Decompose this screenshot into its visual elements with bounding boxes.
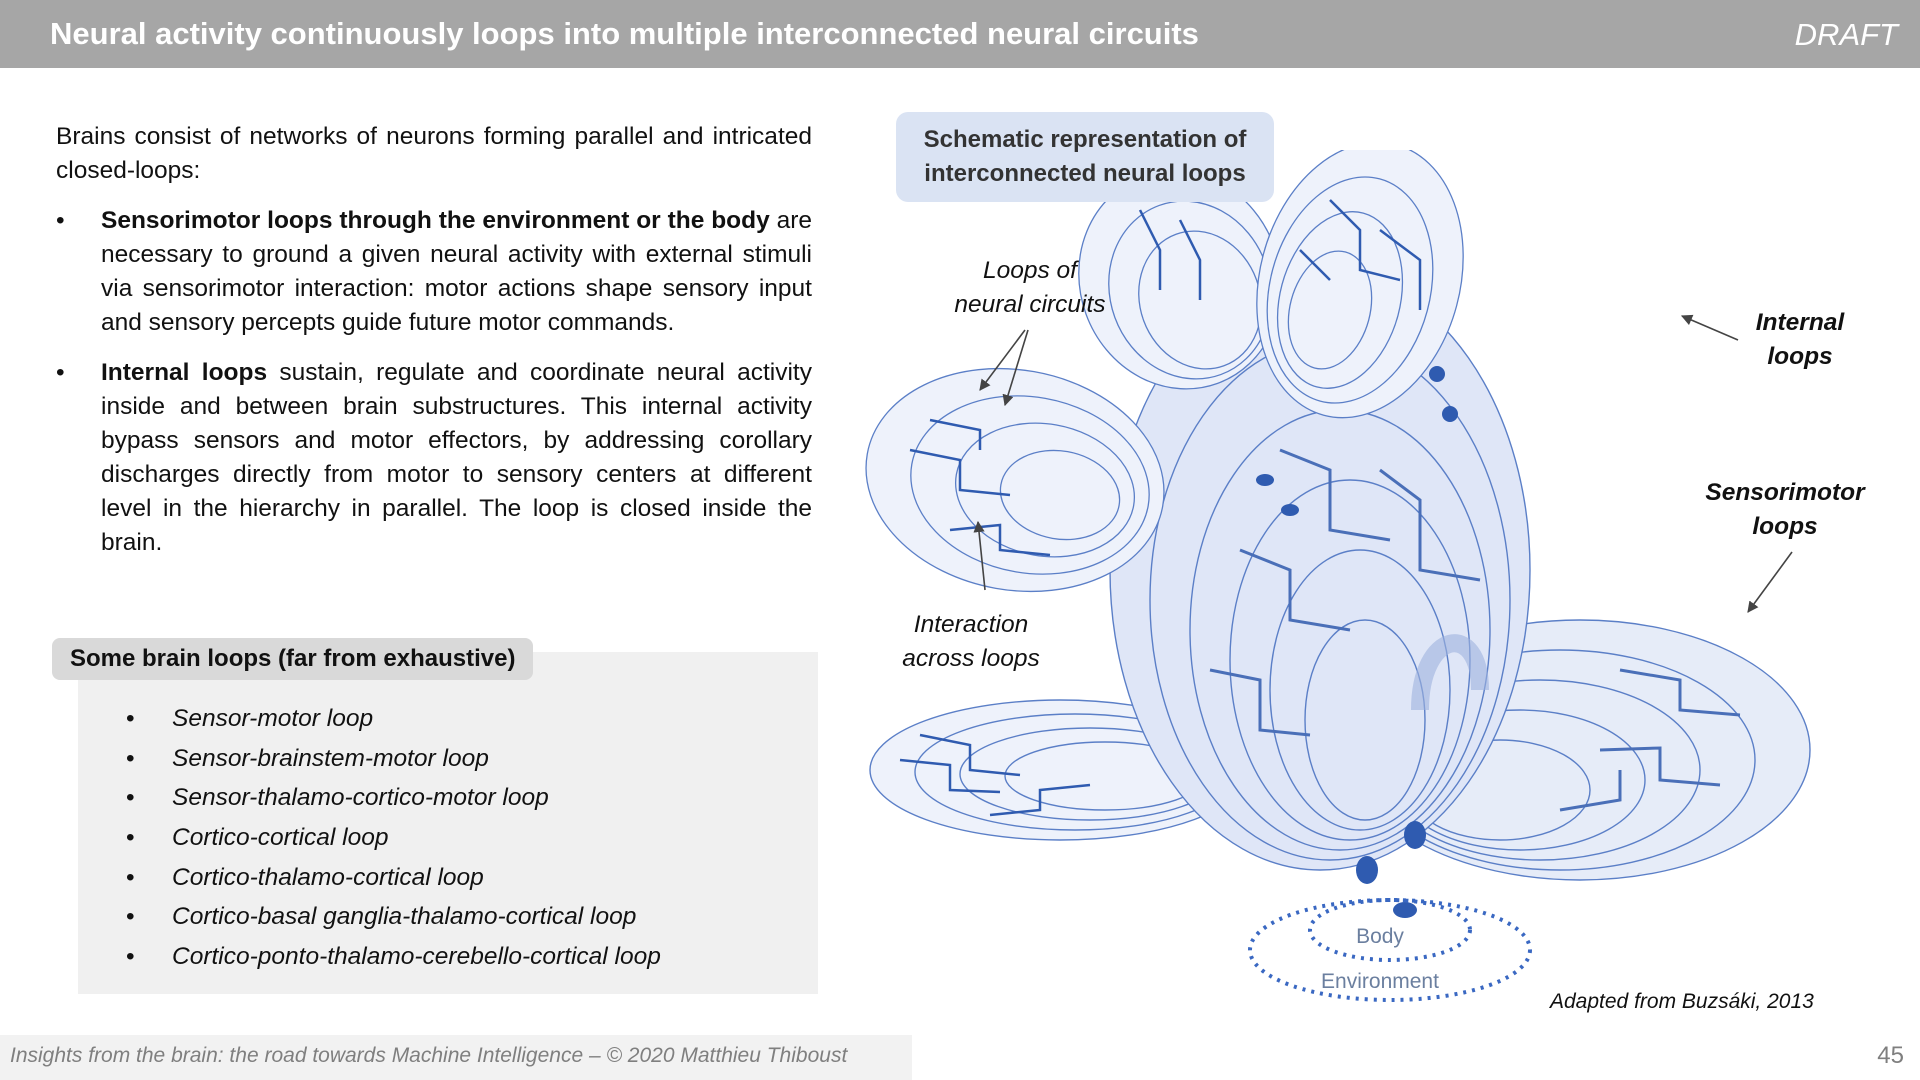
draft-label: DRAFT	[1794, 17, 1898, 52]
bullet-bold-text: Internal loops	[101, 359, 268, 386]
label-internal-loops: Internal loops	[1755, 309, 1845, 370]
neuron-node	[1404, 821, 1426, 849]
neural-loops-diagram: Body Environment	[865, 150, 1811, 1002]
figure-caption: Adapted from Buzsáki, 2013	[1550, 990, 1814, 1013]
bullet-icon: •	[126, 784, 135, 812]
label-loops-of-neural-circuits: Loops of neural circuits	[954, 257, 1106, 318]
bullet-internal: • Internal loops sustain, regulate and c…	[56, 356, 812, 560]
bullet-icon: •	[126, 943, 135, 971]
bullet-text: are necessary to ground a given neural a…	[101, 207, 812, 336]
bullet-bold-text: Sensorimotor loops through the environme…	[101, 207, 770, 234]
bullet-icon: •	[126, 824, 135, 852]
body-label: Body	[1356, 925, 1404, 948]
label-sensorimotor-loops: Sensorimotor loops	[1705, 479, 1865, 540]
list-item: •Cortico-ponto-thalamo-cerebello-cortica…	[126, 938, 661, 978]
bullet-list: • Sensorimotor loops through the environ…	[56, 204, 812, 560]
bullet-icon: •	[56, 207, 65, 234]
bullet-icon: •	[56, 359, 65, 386]
slide-header: Neural activity continuously loops into …	[0, 0, 1920, 68]
list-item: •Cortico-thalamo-cortical loop	[126, 859, 661, 899]
footer-text: Insights from the brain: the road toward…	[10, 1044, 848, 1067]
body-text: Brains consist of networks of neurons fo…	[56, 120, 812, 576]
annotation-arrows	[973, 314, 1793, 613]
bullet-icon: •	[126, 744, 135, 772]
intro-paragraph: Brains consist of networks of neurons fo…	[56, 123, 812, 184]
loop-left	[865, 367, 1165, 593]
loops-list: •Sensor-motor loop •Sensor-brainstem-mot…	[126, 700, 661, 978]
environment-label: Environment	[1321, 970, 1439, 993]
list-item: •Sensor-motor loop	[126, 700, 661, 740]
neuron-node	[1356, 856, 1378, 884]
neuron-node	[1393, 902, 1417, 918]
bullet-text: sustain, regulate and coordinate neural …	[101, 359, 812, 556]
neuron-node	[1429, 366, 1445, 382]
loop-top-right	[1256, 150, 1464, 419]
neuron-node	[1281, 504, 1299, 516]
neuron-node	[1256, 474, 1274, 486]
list-item: •Sensor-thalamo-cortico-motor loop	[126, 779, 661, 819]
neuron-node	[1442, 406, 1458, 422]
loops-panel-title: Some brain loops (far from exhaustive)	[52, 638, 534, 680]
body-loop	[1308, 898, 1472, 962]
slide-title: Neural activity continuously loops into …	[50, 16, 1199, 51]
environment-loop	[1248, 898, 1532, 1002]
loops-panel	[78, 652, 818, 994]
neuron-nodes	[1256, 366, 1458, 918]
bullet-icon: •	[126, 705, 135, 732]
label-interaction-across-loops: Interaction across loops	[902, 611, 1040, 672]
diagram-title: Schematic representation of interconnect…	[896, 112, 1274, 202]
bullet-sensorimotor: • Sensorimotor loops through the environ…	[56, 204, 812, 340]
bullet-icon: •	[126, 863, 135, 891]
footer-band	[0, 1035, 912, 1080]
list-item: •Sensor-brainstem-motor loop	[126, 740, 661, 780]
list-item: •Cortico-basal ganglia-thalamo-cortical …	[126, 898, 661, 938]
page-number: 45	[1877, 1042, 1904, 1069]
list-item: •Cortico-cortical loop	[126, 819, 661, 859]
bullet-icon: •	[126, 903, 135, 931]
